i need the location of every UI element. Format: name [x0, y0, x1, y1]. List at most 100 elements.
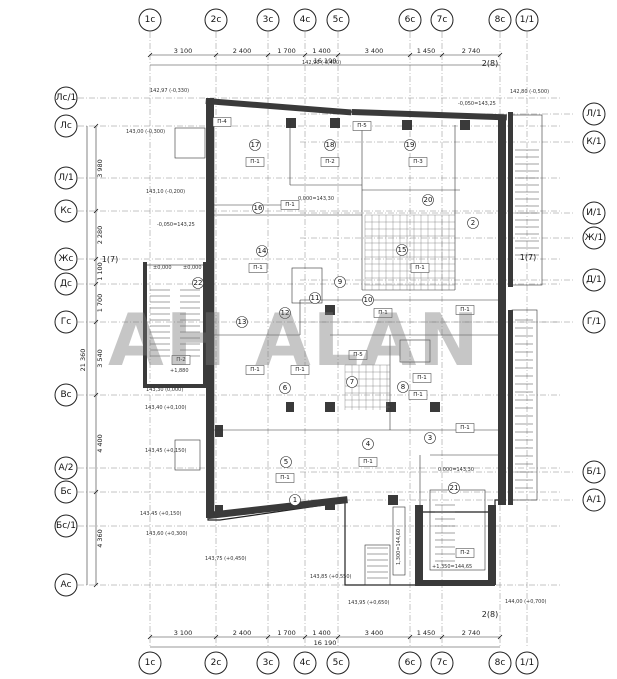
- section-marks: 2(8)2(8)1(7)1(7): [102, 59, 536, 619]
- elevation-6: 142,80 (-0,500): [510, 89, 549, 95]
- svg-text:П-2: П-2: [176, 357, 186, 363]
- svg-text:П-1: П-1: [285, 202, 295, 208]
- axis-top-3-label: 4с: [300, 15, 311, 25]
- room-number-5: 5: [280, 456, 292, 468]
- axis-bottom-4: 5с: [326, 651, 350, 675]
- axis-top-6: 7с: [430, 8, 454, 32]
- svg-text:2: 2: [471, 219, 475, 227]
- room-number-19: 19: [404, 139, 416, 151]
- axis-top-0-label: 1с: [145, 15, 156, 25]
- axis-left-11: Ас: [54, 573, 78, 597]
- axis-left-1: Лс: [54, 114, 78, 138]
- axis-right-6: Б/1: [582, 460, 606, 484]
- axis-left-2-label: Л/1: [58, 173, 74, 183]
- axis-left-5-label: Дс: [60, 279, 72, 289]
- axis-top-4-label: 5с: [333, 15, 344, 25]
- axis-bottom-4-circle: [326, 651, 350, 675]
- svg-text:П-3: П-3: [413, 159, 423, 165]
- room-tag-1: П-2: [320, 157, 340, 167]
- room-number-3: 3: [424, 432, 436, 444]
- axis-bottom-0-circle: [138, 651, 162, 675]
- axis-top-3: 4с: [293, 8, 317, 32]
- axis-right-6-label: Б/1: [587, 467, 602, 477]
- svg-text:20: 20: [424, 196, 433, 204]
- section-mark-1: 2(8): [482, 610, 498, 619]
- section-mark-2: 1(7): [102, 255, 118, 264]
- axis-right-4-circle: [582, 268, 606, 292]
- svg-text:12: 12: [281, 309, 290, 317]
- axis-bottom-2-circle: [256, 651, 280, 675]
- bottom-dim-2: 1 700: [277, 629, 296, 637]
- axis-top-4-circle: [326, 8, 350, 32]
- svg-text:19: 19: [406, 141, 415, 149]
- elevation-3: -0,050=143,25: [157, 222, 195, 228]
- axis-top-5-label: 6с: [405, 15, 416, 25]
- svg-text:13: 13: [238, 318, 247, 326]
- axis-left-0: Лс/1: [54, 86, 78, 110]
- axis-right-5-label: Г/1: [587, 317, 601, 327]
- axis-top-2-label: 3с: [263, 15, 274, 25]
- axis-top-8-label: 1/1: [520, 15, 534, 25]
- svg-text:15: 15: [398, 246, 407, 254]
- axis-top-4: 5с: [326, 8, 350, 32]
- elevation-5: -0,050=143,25: [458, 101, 496, 107]
- axis-bottom-2-label: 3с: [263, 658, 274, 668]
- axis-left-0-label: Лс/1: [56, 93, 76, 103]
- axis-right-1: К/1: [582, 130, 606, 154]
- axis-bottom-0: 1с: [138, 651, 162, 675]
- room-tag-7: П-1: [410, 263, 430, 273]
- elevation-2: 143,10 (-0,200): [146, 189, 185, 195]
- interior-partitions: [174, 120, 498, 586]
- svg-text:9: 9: [338, 278, 342, 286]
- elevation-9: 143,40 (+0,100): [145, 405, 187, 411]
- svg-text:П-4: П-4: [217, 119, 227, 125]
- left-dim-5: 4 400: [96, 434, 104, 453]
- axis-left-3: Кс: [54, 199, 78, 223]
- elevation-12: 143,60 (+0,300): [146, 531, 188, 537]
- room-number-16: 16: [252, 202, 264, 214]
- elevation-11: 143,45 (+0,150): [140, 511, 182, 517]
- axis-right-2-circle: [582, 201, 606, 225]
- axis-bottom-6-circle: [430, 651, 454, 675]
- axis-left-11-circle: [54, 573, 78, 597]
- axis-top-7-label: 8с: [495, 15, 506, 25]
- room-tag-17: П-1: [358, 457, 378, 467]
- room-tag-12: П-1: [245, 365, 265, 375]
- axis-left-4-circle: [54, 247, 78, 271]
- svg-text:14: 14: [258, 247, 267, 255]
- room-number-20: 20: [422, 194, 434, 206]
- left-dim-1: 2 280: [96, 226, 104, 245]
- svg-text:П-1: П-1: [378, 310, 388, 316]
- axis-top-2-circle: [256, 8, 280, 32]
- axis-left-2: Л/1: [54, 166, 78, 190]
- elevation-7: 0,000=143,30: [298, 196, 334, 202]
- room-tag-13: П-5: [348, 350, 368, 360]
- axis-bottom-8: 1/1: [515, 651, 539, 675]
- svg-text:6: 6: [283, 384, 288, 392]
- axis-top-7: 8с: [488, 8, 512, 32]
- room-number-8: 8: [397, 381, 409, 393]
- axis-top-5: 6с: [398, 8, 422, 32]
- top-dim-2: 1 700: [277, 47, 296, 55]
- bottom-dim-5: 1 450: [417, 629, 436, 637]
- axis-top-8: 1/1: [515, 8, 539, 32]
- room-tag-19: П-2: [455, 548, 475, 558]
- room-tag-6: П-1: [248, 263, 268, 273]
- axis-bottom-3-circle: [293, 651, 317, 675]
- room-number-11: 11: [309, 292, 321, 304]
- axis-top-7-circle: [488, 8, 512, 32]
- room-tag-3: П-4: [212, 117, 232, 127]
- top-dim-0: 3 100: [174, 47, 193, 55]
- elevation-20: +1,880: [170, 368, 189, 374]
- watermark: AH ALAN: [108, 298, 481, 382]
- axis-left-7: Вс: [54, 383, 78, 407]
- axis-right-6-circle: [582, 460, 606, 484]
- axis-top-3-circle: [293, 8, 317, 32]
- svg-text:П-5: П-5: [357, 123, 367, 129]
- axis-top-2: 3с: [256, 8, 280, 32]
- axis-bottom-3-label: 4с: [300, 658, 311, 668]
- svg-text:17: 17: [251, 141, 260, 149]
- axis-right-1-label: К/1: [586, 137, 601, 147]
- axis-right-7: А/1: [582, 488, 606, 512]
